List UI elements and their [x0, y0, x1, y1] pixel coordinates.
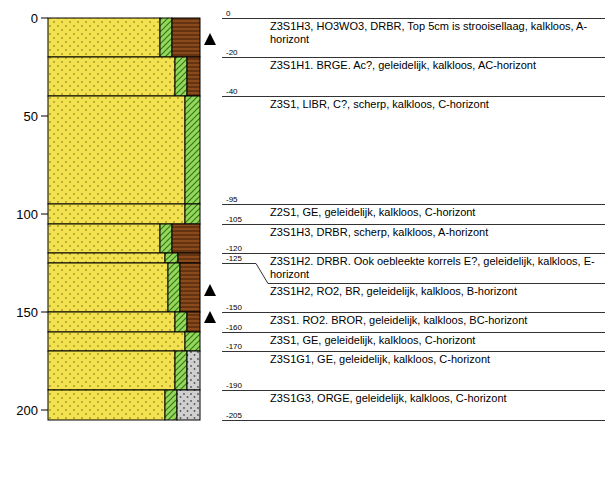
depth-label: -105 [226, 215, 242, 224]
horizon-description: Z3S1. RO2. BROR, geleidelijk, kalkloos, … [270, 314, 603, 327]
depth-label: -190 [226, 381, 242, 390]
axis-label: 0 [31, 11, 38, 26]
sample-markers [204, 33, 216, 323]
leader-line [222, 332, 605, 333]
leader-line [222, 204, 605, 205]
layer-fills [48, 18, 200, 420]
depth-label: -95 [226, 195, 238, 204]
axis-label: 50 [24, 109, 38, 124]
horizon-description: Z3S1, GE, geleidelijk, kalkloos, C-horiz… [270, 334, 603, 347]
horizon-description: Z3S1H2, RO2, BR, geleidelijk, kalkloos, … [270, 285, 603, 298]
horizon-description: Z3S1, LIBR, C?, scherp, kalkloos, C-hori… [270, 98, 603, 111]
leader-line [222, 312, 605, 313]
horizon-description: Z3S1H3, DRBR, scherp, kalkloos, A-horizo… [270, 226, 603, 239]
horizon-description: Z3S1H3, HO3WO3, DRBR, Top 5cm is stroois… [270, 20, 603, 46]
depth-label: -40 [226, 87, 238, 96]
horizon-description: Z3S1H2. DRBR. Ook oebleekte korrels E?, … [270, 255, 603, 281]
depth-label: -150 [226, 303, 242, 312]
depth-label: -170 [226, 342, 242, 351]
leader-line [222, 390, 605, 391]
depth-label: -125 [226, 254, 242, 263]
depth-label: 0 [226, 9, 230, 18]
horizon-description: Z3S1G1, GE, geleidelijk, kalkloos, C-hor… [270, 353, 603, 366]
depth-label: -20 [226, 48, 238, 57]
axis-ticks [41, 18, 48, 410]
horizon-description: Z3S1H1. BRGE. Ac?, geleidelijk, kalkloos… [270, 59, 603, 72]
leader-line [222, 420, 605, 421]
leader-line [222, 96, 605, 97]
axis-label: 200 [16, 403, 38, 418]
leader-line [222, 224, 605, 225]
depth-label: -120 [226, 244, 242, 253]
axis-label: 150 [16, 305, 38, 320]
leader-line [222, 57, 605, 58]
leader-line [222, 351, 605, 352]
leader-line [222, 18, 605, 19]
horizon-description: Z3S1G3, ORGE, geleidelijk, kalkloos, C-h… [270, 392, 603, 405]
horizon-description: Z2S1, GE, geleidelijk, kalkloos, C-horiz… [270, 206, 603, 219]
axis-label: 100 [16, 207, 38, 222]
depth-label: -205 [226, 411, 242, 420]
depth-label: -160 [226, 323, 242, 332]
leader-line [222, 253, 605, 254]
